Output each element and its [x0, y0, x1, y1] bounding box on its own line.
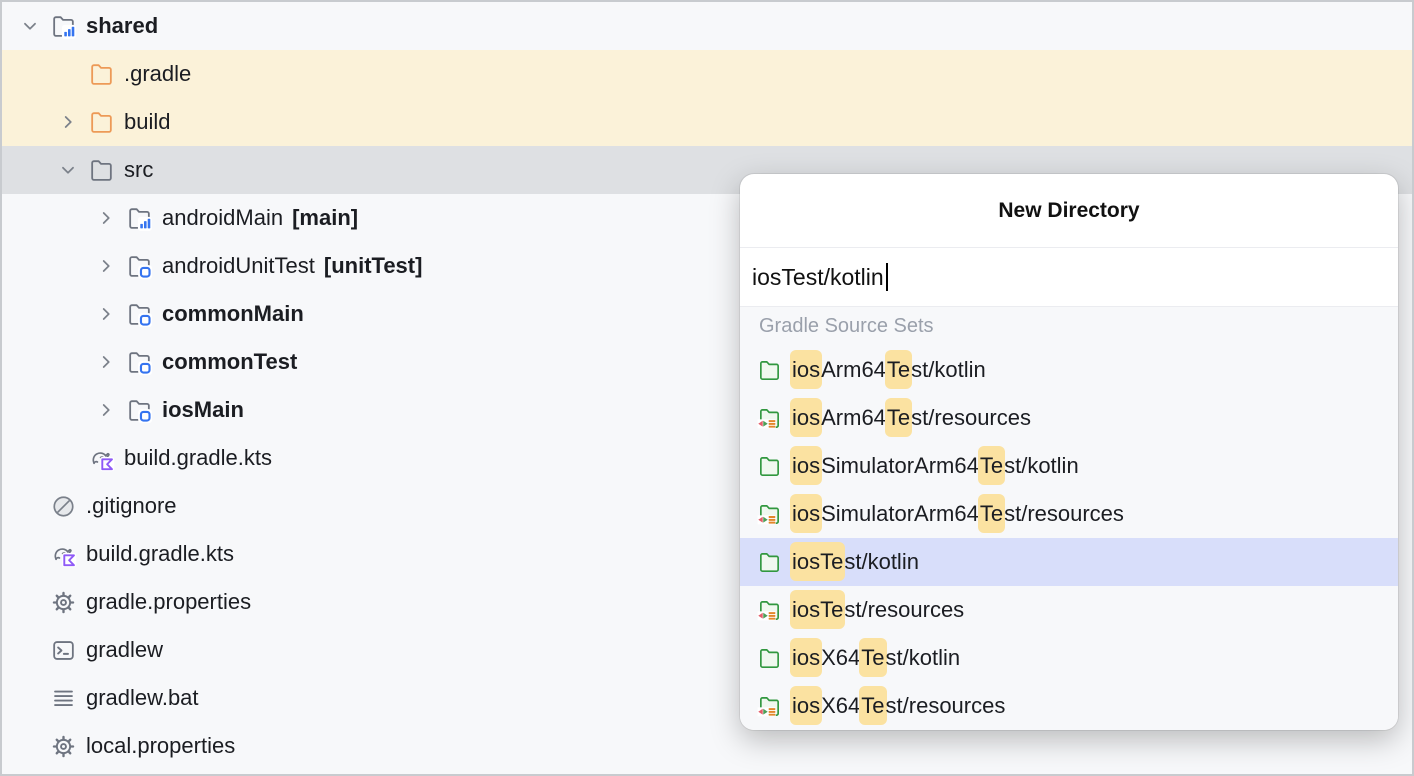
tree-item-label: build: [124, 109, 171, 134]
green-folder-icon: [757, 454, 782, 479]
tree-row-build-gradle-kts-shared[interactable]: build.gradle.kts: [2, 434, 1412, 482]
gradle-kotlin-icon: [50, 541, 77, 568]
folder-icon: [88, 157, 115, 184]
test-source-folder-icon: [126, 301, 153, 328]
tree-row-shared[interactable]: shared: [2, 2, 1412, 50]
chevron-spacer: [48, 50, 88, 98]
ignored-file-icon: [50, 493, 77, 520]
test-source-folder-icon: [126, 349, 153, 376]
chevron-spacer: [10, 530, 50, 578]
test-source-folder-icon: [126, 253, 153, 280]
module-folder-icon: [126, 205, 153, 232]
tree-row-androidUnitTest[interactable]: androidUnitTest [unitTest]: [2, 242, 1412, 290]
option-label: iosArm64Test/resources: [790, 398, 1031, 437]
tree-row-build-gradle-kts-root[interactable]: build.gradle.kts: [2, 530, 1412, 578]
new-directory-popup: New Directory iosTest/kotlin Gradle Sour…: [740, 174, 1398, 730]
test-source-folder-icon: [126, 397, 153, 424]
option-label: iosArm64Test/kotlin: [790, 350, 986, 389]
chevron-right-icon[interactable]: [86, 194, 126, 242]
chevron-down-icon[interactable]: [48, 146, 88, 194]
tree-row-commonTest[interactable]: commonTest: [2, 338, 1412, 386]
option-iosArm64Test-resources[interactable]: iosArm64Test/resources: [740, 394, 1398, 442]
tree-item-label: local.properties: [86, 733, 236, 758]
option-label: iosSimulatorArm64Test/kotlin: [790, 446, 1079, 485]
option-label: iosTest/resources: [790, 590, 964, 629]
tree-row-gradle-properties[interactable]: gradle.properties: [2, 578, 1412, 626]
popup-title: New Directory: [740, 174, 1398, 248]
tree-row-androidMain[interactable]: androidMain [main]: [2, 194, 1412, 242]
chevron-spacer: [10, 722, 50, 770]
chevron-spacer: [10, 626, 50, 674]
chevron-right-icon[interactable]: [86, 338, 126, 386]
option-label: iosTest/kotlin: [790, 542, 919, 581]
chevron-right-icon[interactable]: [86, 386, 126, 434]
input-value: iosTest/kotlin: [752, 263, 884, 290]
tree-item-label: .gradle: [124, 61, 192, 86]
text-caret: [885, 263, 888, 291]
tree-row-build[interactable]: build: [2, 98, 1412, 146]
source-set-suffix: [main]: [292, 205, 359, 230]
option-iosX64Test-kotlin[interactable]: iosX64Test/kotlin: [740, 634, 1398, 682]
terminal-icon: [50, 637, 77, 664]
tree-row-local-properties[interactable]: local.properties: [2, 722, 1412, 770]
tree-item-label: iosMain: [162, 397, 244, 422]
resources-folder-icon: [757, 694, 782, 719]
tree-item-label: androidMain: [162, 205, 284, 230]
tree-item-label: build.gradle.kts: [124, 445, 272, 470]
chevron-spacer: [10, 674, 50, 722]
suggestion-list: Gradle Source Sets iosArm64Test/kotlin i…: [740, 307, 1398, 730]
tree-row-iosMain[interactable]: iosMain: [2, 386, 1412, 434]
chevron-spacer: [10, 578, 50, 626]
tree-row-commonMain[interactable]: commonMain: [2, 290, 1412, 338]
option-label: iosX64Test/resources: [790, 686, 1005, 725]
tree-item-label: gradlew: [86, 637, 164, 662]
option-iosTest-resources[interactable]: iosTest/resources: [740, 586, 1398, 634]
option-label: iosX64Test/kotlin: [790, 638, 960, 677]
tree-item-label: androidUnitTest: [162, 253, 315, 278]
directory-name-input[interactable]: iosTest/kotlin: [740, 248, 1398, 307]
tree-item-label: gradle.properties: [86, 589, 252, 614]
option-label: iosSimulatorArm64Test/resources: [790, 494, 1124, 533]
section-header: Gradle Source Sets: [759, 315, 934, 337]
option-iosX64Test-resources[interactable]: iosX64Test/resources: [740, 682, 1398, 730]
resources-folder-icon: [757, 502, 782, 527]
text-file-icon: [50, 685, 77, 712]
chevron-right-icon[interactable]: [86, 290, 126, 338]
tree-item-label: .gitignore: [86, 493, 177, 518]
resources-folder-icon: [757, 406, 782, 431]
gear-icon: [50, 589, 77, 616]
option-iosSimulatorArm64Test-kotlin[interactable]: iosSimulatorArm64Test/kotlin: [740, 442, 1398, 490]
tree-row-gradle-cache[interactable]: .gradle: [2, 50, 1412, 98]
chevron-spacer: [10, 482, 50, 530]
tree-row-gitignore[interactable]: .gitignore: [2, 482, 1412, 530]
tree-item-label: commonTest: [162, 349, 298, 374]
chevron-right-icon[interactable]: [48, 98, 88, 146]
tree-item-label: src: [124, 157, 154, 182]
tree-item-label: build.gradle.kts: [86, 541, 234, 566]
green-folder-icon: [757, 646, 782, 671]
folder-icon: [88, 109, 115, 136]
module-folder-icon: [50, 13, 77, 40]
chevron-down-icon[interactable]: [10, 2, 50, 50]
tree-row-gradlew[interactable]: gradlew: [2, 626, 1412, 674]
option-iosTest-kotlin[interactable]: iosTest/kotlin: [740, 538, 1398, 586]
source-set-suffix: [unitTest]: [323, 253, 423, 278]
tree-item-label: commonMain: [162, 301, 304, 326]
green-folder-icon: [757, 358, 782, 383]
chevron-spacer: [48, 434, 88, 482]
chevron-right-icon[interactable]: [86, 242, 126, 290]
resources-folder-icon: [757, 598, 782, 623]
tree-row-gradlew-bat[interactable]: gradlew.bat: [2, 674, 1412, 722]
gear-icon: [50, 733, 77, 760]
tree-item-label: shared: [86, 13, 159, 38]
gradle-kotlin-icon: [88, 445, 115, 472]
green-folder-icon: [757, 550, 782, 575]
option-iosSimulatorArm64Test-resources[interactable]: iosSimulatorArm64Test/resources: [740, 490, 1398, 538]
folder-icon: [88, 61, 115, 88]
option-iosArm64Test-kotlin[interactable]: iosArm64Test/kotlin: [740, 346, 1398, 394]
tree-item-label: gradlew.bat: [86, 685, 199, 710]
